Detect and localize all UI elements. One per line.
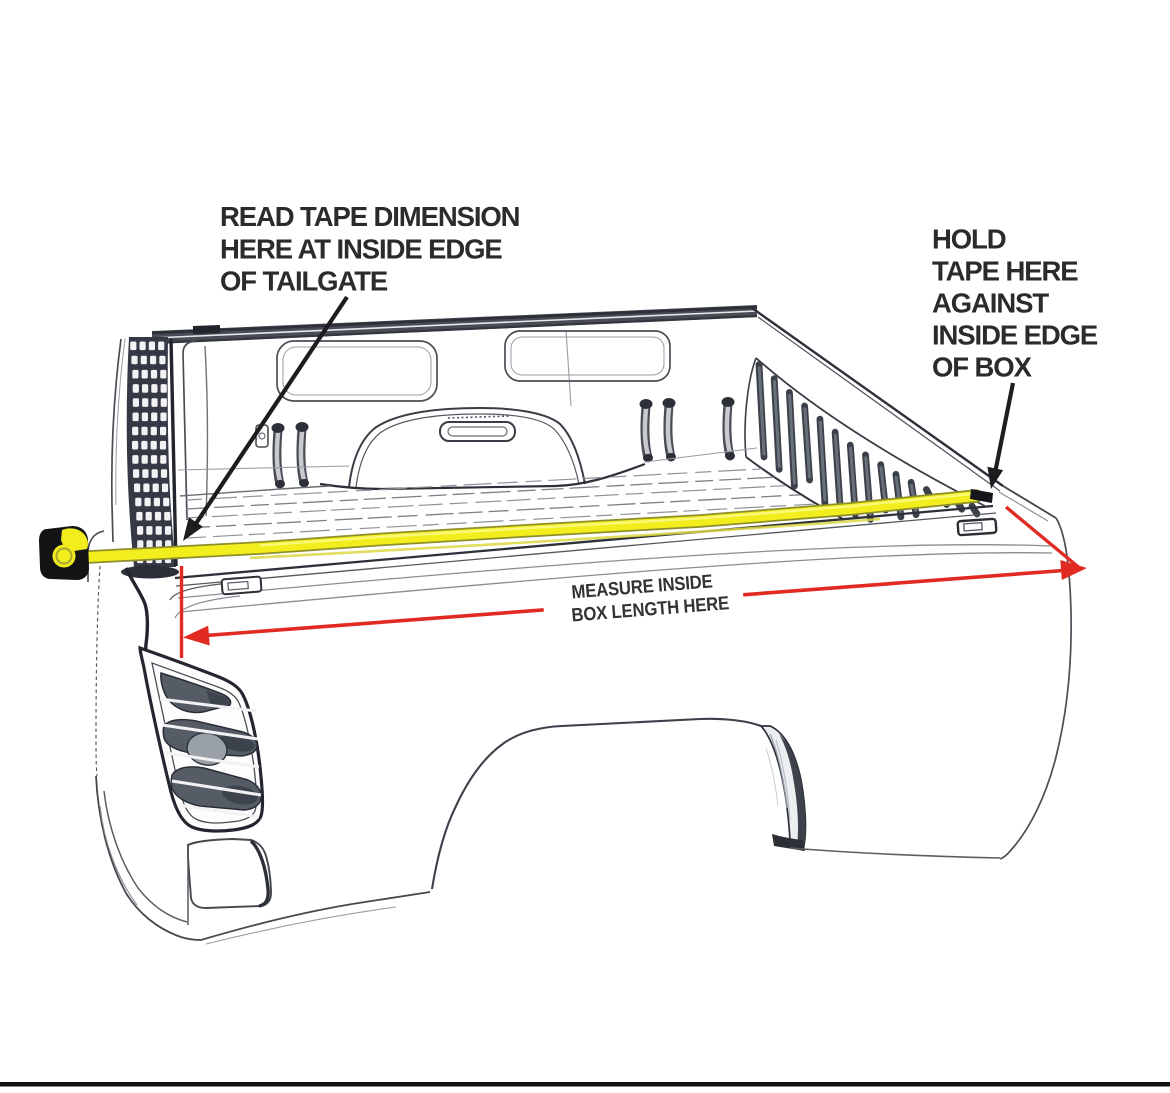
svg-text:OF TAILGATE: OF TAILGATE	[220, 266, 388, 297]
svg-text:AGAINST: AGAINST	[932, 288, 1049, 319]
svg-text:READ TAPE DIMENSION: READ TAPE DIMENSION	[220, 201, 519, 232]
svg-text:HERE AT INSIDE EDGE: HERE AT INSIDE EDGE	[220, 233, 502, 264]
svg-text:OF BOX: OF BOX	[932, 352, 1033, 383]
svg-text:TAPE HERE: TAPE HERE	[932, 256, 1078, 287]
svg-text:HOLD: HOLD	[932, 224, 1006, 255]
svg-text:INSIDE EDGE: INSIDE EDGE	[932, 320, 1098, 351]
